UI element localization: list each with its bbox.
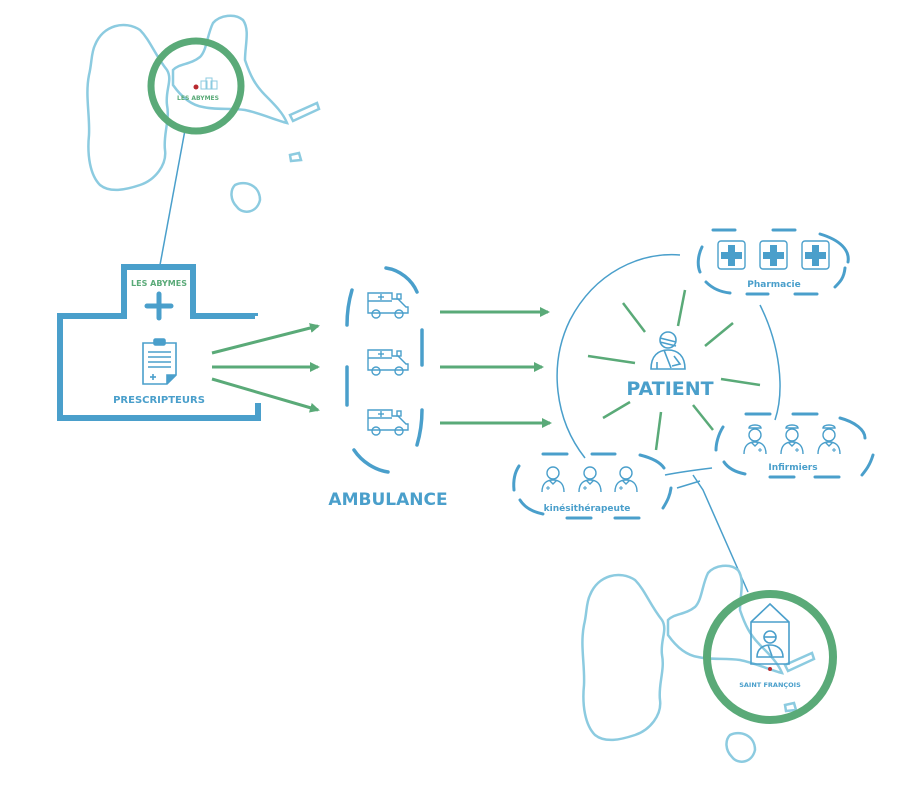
physio-label: kinésithérapeute	[544, 503, 631, 514]
destination-location-label: SAINT FRANÇOIS	[739, 681, 801, 689]
medical-cross-icon	[144, 291, 174, 321]
pharmacy-label: Pharmacie	[747, 280, 801, 290]
ambulance-icon	[367, 349, 409, 376]
ambulance-label: AMBULANCE	[328, 490, 447, 510]
physiotherapist-icon	[541, 466, 565, 493]
destination-marker-dot	[768, 667, 772, 671]
nurses-group-outline	[714, 412, 875, 479]
prescribers-top-label: LES ABYMES	[131, 279, 187, 288]
patient-label: PATIENT	[626, 378, 713, 400]
origin-connector-line	[159, 129, 186, 266]
destination-connector-line	[676, 474, 749, 593]
pharmacy-cross-icon	[801, 240, 830, 270]
pharmacy-cross-icon	[717, 240, 746, 270]
patient-spokes	[587, 289, 761, 451]
home-patient-icon	[750, 602, 790, 665]
patient-circle-left-arc	[556, 253, 681, 459]
nurse-icon	[743, 424, 767, 455]
prescription-clipboard-icon	[142, 338, 177, 385]
physiotherapist-icon	[614, 466, 638, 493]
ambulance-icon	[367, 292, 409, 319]
patient-circle-bottom-arc	[664, 467, 713, 476]
arrow-to-ambulance-3	[211, 377, 320, 413]
ambulance-arrows	[440, 307, 552, 428]
origin-location-circle	[147, 37, 245, 135]
nurse-icon	[780, 424, 804, 455]
patient-circle-right-arc	[759, 304, 781, 421]
nurse-icon	[817, 424, 841, 455]
ambulance-icon	[367, 409, 409, 436]
origin-marker-dot	[193, 84, 199, 90]
physio-group-outline	[512, 452, 673, 520]
prescriber-arrows	[211, 323, 320, 413]
pharmacy-group-outline	[696, 228, 850, 296]
pharmacy-cross-icon	[759, 240, 788, 270]
physiotherapist-icon	[578, 466, 602, 493]
prescribers-label: PRESCRIPTEURS	[113, 395, 205, 406]
origin-location-label: LES ABYMES	[177, 95, 219, 102]
ambulance-group-outline	[345, 266, 424, 474]
destination-location-circle	[703, 590, 837, 724]
arrow-to-ambulance-1	[211, 323, 320, 355]
hospital-building-icon	[200, 77, 218, 90]
injured-patient-icon	[650, 331, 686, 370]
nurses-label: Infirmiers	[768, 463, 817, 473]
